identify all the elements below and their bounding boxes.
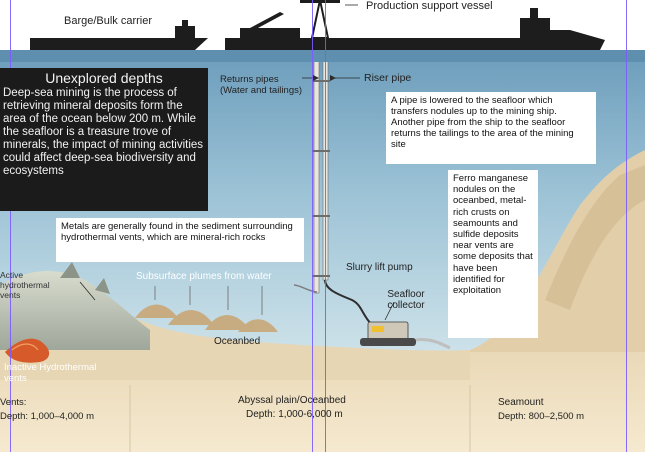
production-vessel <box>225 0 605 50</box>
seafloor-collector <box>360 321 451 350</box>
production-vessel-label: Production support vessel <box>366 0 493 12</box>
guide-line <box>626 0 627 452</box>
riser-pipe-left <box>313 54 320 294</box>
flexible-hose <box>324 279 373 326</box>
info-box-title: Unexplored depths <box>45 70 163 86</box>
pipe-callout: A pipe is lowered to the seafloor which … <box>386 92 596 164</box>
plumes <box>135 304 278 332</box>
vents-footer-label: Vents: <box>0 397 27 408</box>
barge-label: Barge/Bulk carrier <box>64 15 153 27</box>
seafloor-collector-label: Seafloor collector <box>387 289 425 311</box>
vents-depth-label: Depth: 1,000–4,000 m <box>0 411 95 422</box>
inactive-vent <box>5 338 50 363</box>
seamount-depth-label: Depth: 800–2,500 m <box>498 411 585 422</box>
info-box-body: Deep-sea mining is the process of retrie… <box>3 87 204 177</box>
guide-line <box>312 0 313 452</box>
barge-ship <box>30 20 208 50</box>
vent-mound <box>0 270 150 350</box>
guide-line <box>325 0 326 452</box>
subsurface-plumes-label: Subsurface plumes from water <box>136 271 272 282</box>
sea-surface <box>0 50 645 62</box>
abyssal-plain-label: Abyssal plain/Oceanbed <box>238 395 346 406</box>
seamount-label: Seamount <box>498 397 544 408</box>
inactive-vents-label: Inactive Hydrothermal vents <box>4 362 97 384</box>
metals-callout: Metals are generally found in the sedime… <box>56 218 304 262</box>
oceanbed-label: Oceanbed <box>214 336 261 347</box>
riser-pipe-label: Riser pipe <box>364 72 412 84</box>
abyssal-depth-label: Depth: 1,000-6,000 m <box>246 409 343 420</box>
slurry-pump-label: Slurry lift pump <box>346 262 413 273</box>
deposits-callout: Ferro manganese nodules on the oceanbed,… <box>448 170 538 338</box>
active-vents-label: Active hydrothermal vents <box>0 270 50 300</box>
guide-line <box>10 0 11 452</box>
returns-pipes-label: Returns pipes (Water and tailings) <box>220 74 303 96</box>
info-box: Unexplored depths Deep-sea mining is the… <box>0 68 208 211</box>
